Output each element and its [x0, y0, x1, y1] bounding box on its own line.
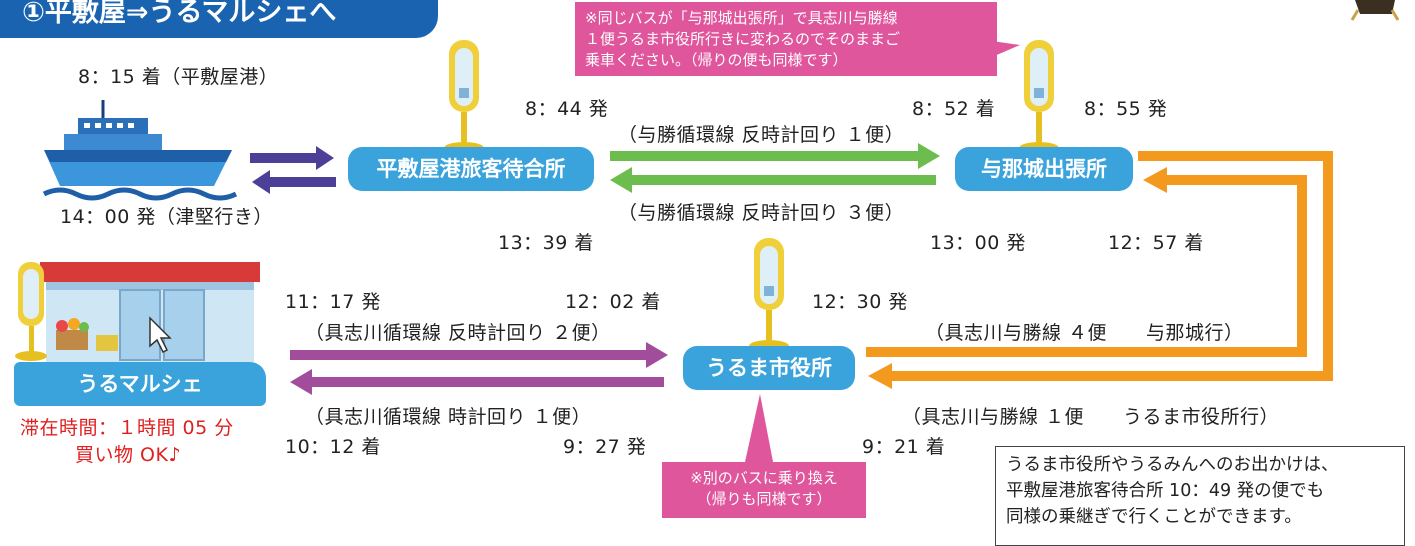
time-yonashiro-depart-return: 13：00 発: [930, 232, 1026, 254]
time-uruma-arrive: 9：21 着: [862, 436, 946, 458]
route-label-gushikawa-cw-1: （具志川循環線 時計回り １便）: [305, 406, 592, 428]
time-ship-arrive: 8：15 着（平敷屋港）: [78, 66, 279, 88]
time-ship-depart: 14：00 発（津堅行き）: [60, 206, 273, 228]
orange-route-arrows: [866, 151, 1333, 389]
note-line-1: うるま市役所やうるみんへのお出かけは、: [1006, 455, 1339, 475]
time-terminal-depart: 8：44 発: [525, 98, 609, 120]
time-uruma-arrive-return: 12：02 着: [565, 291, 661, 313]
green-route-arrows: [610, 143, 940, 193]
stop-label-marche: うるマルシェ: [14, 362, 266, 406]
bus-stop-icon-uruma: [749, 238, 789, 352]
note-line-2: 平敷屋港旅客待合所 10：49 発の便でも: [1006, 481, 1325, 501]
time-yonashiro-depart: 8：55 発: [1084, 98, 1168, 120]
stop-label-yonashiro: 与那城出張所: [955, 147, 1133, 191]
ferry-ship-icon: [42, 100, 238, 201]
route-label-yokatsu-3: （与勝循環線 反時計回り ３便）: [618, 202, 905, 224]
route-label-yokatsu-line-4: （具志川与勝線 ４便 与那城行）: [925, 322, 1244, 344]
callout-bottom: ※別のバスに乗り換え （帰りも同様です）: [662, 462, 866, 518]
section-header: ①平敷屋⇒うるマルシェへ: [0, 0, 438, 38]
corner-decoration-icon: [1350, 0, 1400, 21]
bus-stop-icon-marche: [15, 262, 47, 361]
time-marche-arrive: 10：12 着: [285, 436, 381, 458]
time-yonashiro-arrive-return: 12：57 着: [1108, 232, 1204, 254]
shopping-ok: 買い物 OK♪: [75, 444, 182, 466]
stay-time: 滞在時間：１時間 05 分: [20, 417, 234, 439]
time-terminal-arrive: 13：39 着: [498, 232, 594, 254]
time-marche-depart: 11：17 発: [285, 291, 381, 313]
route-label-yokatsu-1: （与勝循環線 反時計回り １便）: [618, 124, 905, 146]
stop-label-uruma: うるま市役所: [683, 346, 855, 390]
callout-top: ※同じバスが「与那城出張所」で具志川与勝線 １便うるま市役所行きに変わるのでその…: [575, 2, 997, 76]
time-yonashiro-arrive: 8：52 着: [912, 98, 996, 120]
section-title: ①平敷屋⇒うるマルシェへ: [22, 0, 337, 28]
bus-stop-icon-yonashiro: [1019, 40, 1059, 154]
time-uruma-depart: 9：27 発: [563, 436, 647, 458]
callout-bottom-pointer: [745, 394, 773, 462]
purple-route-arrows: [290, 342, 668, 395]
note-line-3: 同様の乗継ぎで行くことができます。: [1006, 507, 1302, 527]
info-note-box: うるま市役所やうるみんへのお出かけは、 平敷屋港旅客待合所 10：49 発の便で…: [995, 446, 1405, 546]
route-label-gushikawa-ccw-2: （具志川循環線 反時計回り ２便）: [305, 322, 611, 344]
time-uruma-depart-return: 12：30 発: [812, 291, 908, 313]
route-label-yokatsu-line-1: （具志川与勝線 １便 うるま市役所行）: [902, 406, 1280, 428]
bus-stop-icon-terminal: [444, 40, 484, 154]
stop-label-terminal: 平敷屋港旅客待合所: [348, 147, 594, 191]
ferry-arrows: [250, 146, 336, 194]
shop-icon: [40, 262, 260, 362]
